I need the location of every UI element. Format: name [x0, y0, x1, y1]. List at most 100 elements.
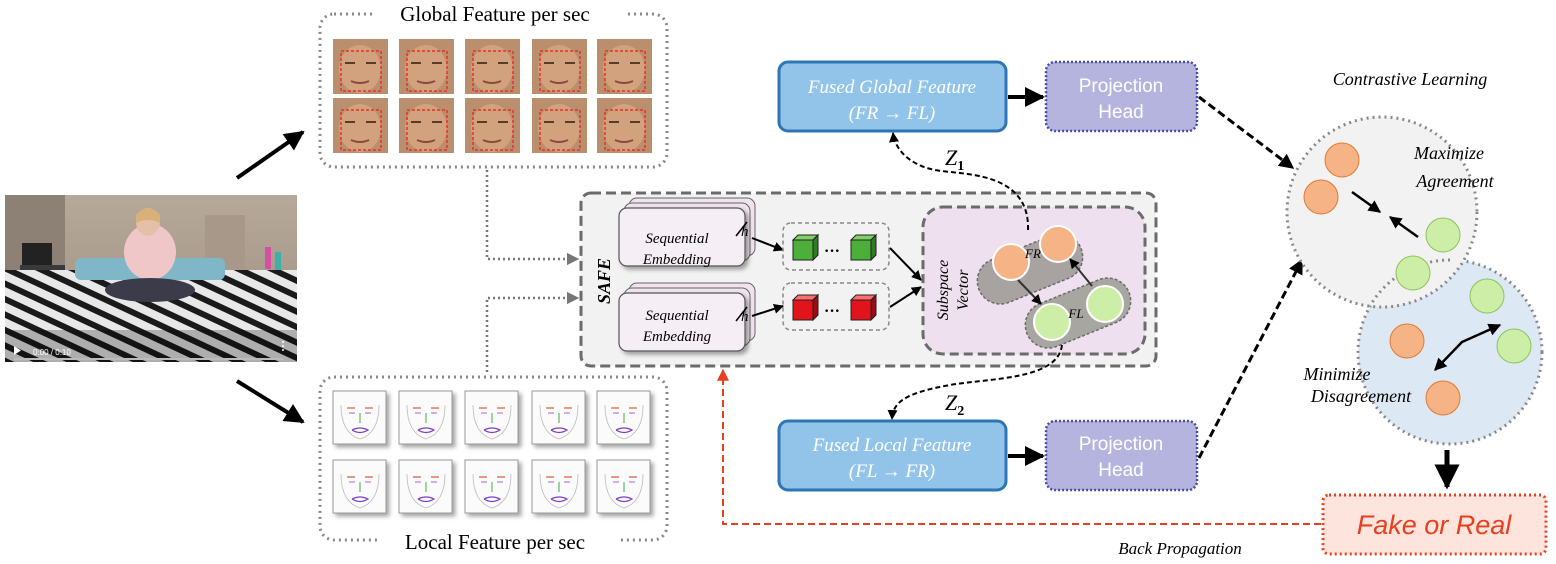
- svg-text:FR: FR: [1024, 246, 1041, 261]
- svg-text:FL: FL: [1067, 306, 1083, 321]
- arrow-seq-bottom-to-red: [751, 304, 784, 317]
- landmark-thumbnail: [398, 459, 453, 514]
- back-propagation-label: Back Propagation: [1118, 539, 1242, 558]
- landmark-thumbnail: [398, 390, 453, 445]
- fr-pill: FR: [976, 225, 1084, 305]
- face-crop-thumbnail: [399, 39, 454, 94]
- z1-label: Z1: [945, 145, 964, 174]
- play-icon[interactable]: [14, 346, 21, 355]
- global-feature-box: [318, 12, 669, 169]
- arrow-agreement-2: [1388, 215, 1419, 239]
- orange-node: [1389, 323, 1425, 359]
- arrow-fr-to-fl: [1017, 279, 1042, 305]
- local-feature-title: Local Feature per sec: [405, 530, 585, 554]
- fused-global-feature-box: Fused Global Feature (FR → FL): [777, 60, 1008, 133]
- fake-or-real-output: [1321, 493, 1548, 556]
- green-cube-left: [791, 233, 820, 262]
- svg-text:Projection: Projection: [1079, 434, 1164, 455]
- face-crop-thumbnail: [399, 98, 454, 153]
- landmark-thumbnail: [531, 459, 586, 514]
- subspace-label-2: Vector: [955, 269, 972, 311]
- svg-text:Sequential: Sequential: [645, 231, 708, 247]
- svg-text:(FL → FR): (FL → FR): [849, 461, 935, 482]
- arrow-video-to-global: [235, 130, 305, 180]
- arrow-green-to-subspace: [889, 247, 922, 281]
- face-crop-thumbnail: [465, 39, 520, 94]
- video-timestamp: 0:00 / 0:10: [33, 348, 71, 357]
- z2-label: Z2: [945, 390, 964, 419]
- red-cube-left: [791, 293, 820, 322]
- projection-head-bottom: Projection Head: [1044, 419, 1199, 492]
- face-crop-thumbnail: [465, 98, 520, 153]
- z2-curve: [887, 344, 1063, 420]
- arrow-disagreement: [1434, 323, 1502, 371]
- svg-text:Head: Head: [1098, 460, 1143, 481]
- arrow-seq-top-to-green: [751, 237, 784, 252]
- landmark-thumbnail: [596, 459, 651, 514]
- face-crop-thumbnail: [532, 98, 587, 153]
- arrow-projection-bottom-to-contrastive: [1197, 258, 1304, 459]
- face-crop-thumbnail: [333, 98, 388, 153]
- arrow-red-to-subspace: [889, 286, 922, 308]
- landmark-thumbnail: [464, 459, 519, 514]
- connector-local-to-safe: [485, 291, 580, 372]
- svg-text:(FR → FL): (FR → FL): [849, 103, 936, 124]
- green-dots: ···: [824, 243, 840, 260]
- green-node: [1425, 217, 1461, 253]
- global-face-grid: [333, 39, 652, 153]
- back-propagation-arrow: [717, 368, 1321, 525]
- fake-or-real-label: Fake or Real: [1357, 510, 1513, 540]
- landmark-thumbnail: [332, 459, 387, 514]
- projection-head-top: Projection Head: [1044, 60, 1199, 133]
- landmark-thumbnail: [596, 390, 651, 445]
- svg-text:Embedding: Embedding: [642, 252, 712, 268]
- face-crop-thumbnail: [532, 39, 587, 94]
- face-crop-thumbnail: [597, 98, 652, 153]
- arrow-projection-top-to-contrastive: [1198, 95, 1295, 170]
- minimize-label-2: Disagreement: [1310, 386, 1412, 406]
- video-thumbnail[interactable]: 0:00 / 0:10: [5, 195, 297, 362]
- global-feature-title: Global Feature per sec: [400, 2, 590, 26]
- red-dots: ···: [824, 303, 840, 320]
- video-progress-bar[interactable]: [14, 358, 284, 360]
- connector-global-to-safe: [485, 170, 580, 266]
- orange-node: [1324, 142, 1360, 178]
- svg-text:Fused Global Feature: Fused Global Feature: [807, 77, 976, 98]
- video-menu-icon[interactable]: [282, 341, 284, 351]
- svg-text:Fused Local Feature: Fused Local Feature: [812, 435, 972, 456]
- local-landmark-grid: [332, 390, 651, 514]
- minimize-label-1: Minimize: [1303, 364, 1371, 384]
- arrow-video-to-local: [235, 379, 305, 424]
- red-cube-right: [849, 293, 878, 322]
- svg-text:Embedding: Embedding: [642, 329, 712, 345]
- local-feature-box: [318, 375, 669, 542]
- fl-pill: FL: [1024, 277, 1132, 349]
- svg-text:Head: Head: [1098, 102, 1143, 123]
- sequential-embedding-top: Sequential Embedding h: [618, 197, 756, 268]
- green-node: [1496, 328, 1532, 364]
- green-node: [1395, 255, 1431, 291]
- safe-label: SAFE: [594, 258, 614, 304]
- arrow-agreement-1: [1351, 190, 1382, 214]
- fused-local-feature-box: Fused Local Feature (FL → FR): [777, 419, 1008, 492]
- green-node: [1469, 278, 1505, 314]
- green-vector-box: [782, 222, 890, 271]
- maximize-label-2: Agreement: [1415, 171, 1494, 191]
- green-cube-right: [849, 233, 878, 262]
- svg-text:Sequential: Sequential: [645, 308, 708, 324]
- h-label-bottom: h: [741, 309, 749, 325]
- orange-node: [1303, 179, 1339, 215]
- arrow-fl-to-fr: [1069, 258, 1093, 287]
- red-vector-box: [782, 282, 890, 331]
- landmark-thumbnail: [464, 390, 519, 445]
- svg-text:Projection: Projection: [1079, 76, 1164, 97]
- subspace-label-1: Subspace: [935, 260, 952, 320]
- maximize-label-1: Maximize: [1413, 143, 1484, 163]
- h-label-top: h: [741, 224, 749, 240]
- z1-curve: [889, 132, 1030, 231]
- face-crop-thumbnail: [333, 39, 388, 94]
- landmark-thumbnail: [332, 390, 387, 445]
- sequential-embedding-bottom: Sequential Embedding h: [618, 282, 756, 352]
- contrastive-learning-title: Contrastive Learning: [1333, 69, 1488, 89]
- face-crop-thumbnail: [597, 39, 652, 94]
